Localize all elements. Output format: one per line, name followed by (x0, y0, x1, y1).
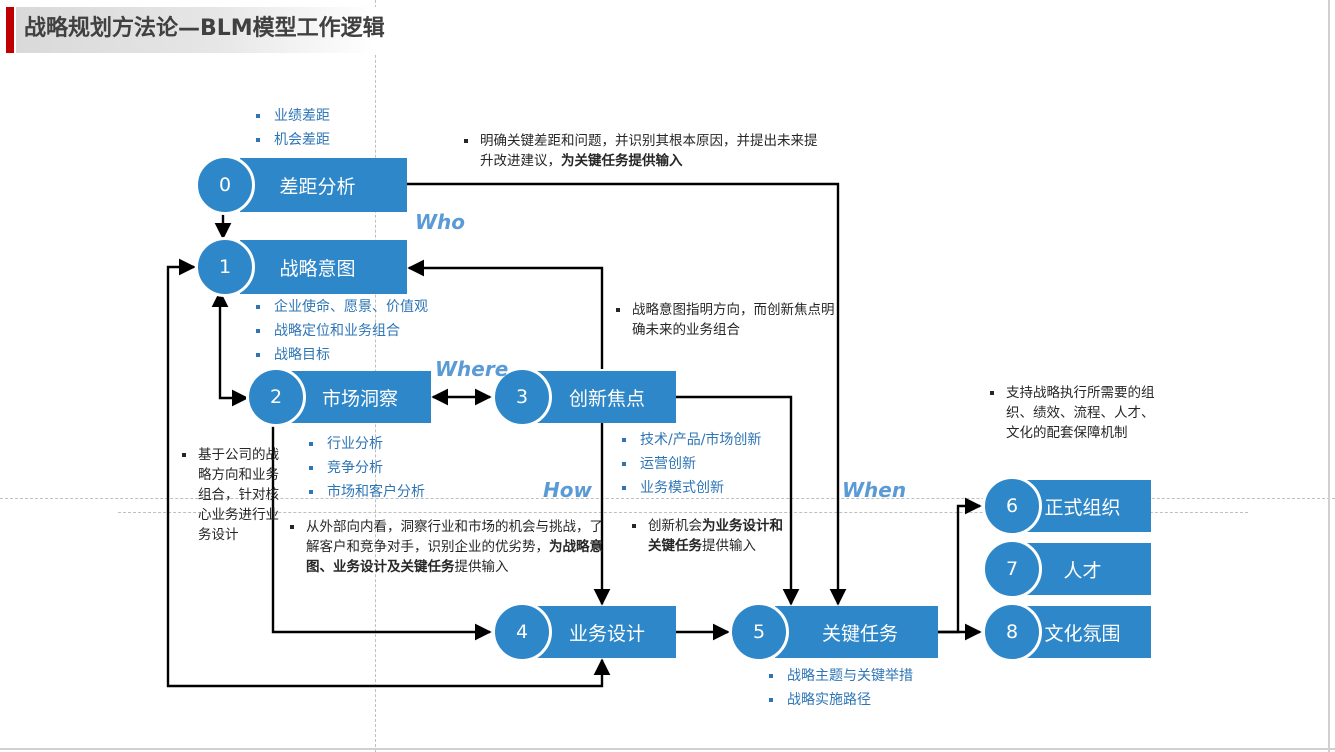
node-number-badge: 3 (492, 367, 552, 427)
node-market-insight: 市场洞察 (290, 371, 431, 423)
list-item: 机会差距 (252, 128, 330, 152)
node-label: 创新焦点 (568, 387, 645, 410)
node-number-badge: 1 (195, 237, 255, 297)
question-who: Who (415, 210, 466, 234)
node-gap-analysis: 差距分析 (240, 158, 407, 212)
node-label: 市场洞察 (321, 387, 398, 410)
node-strategic-intent: 战略意图 (240, 240, 407, 294)
list-item: 战略定位和业务组合 (252, 319, 428, 343)
question-how: How (543, 478, 592, 502)
node-innovation-focus: 创新焦点 (537, 371, 676, 423)
list-item: 竞争分析 (305, 456, 425, 480)
note-text-tail: 提供输入 (702, 538, 756, 554)
guide-line-horizontal (0, 498, 1335, 499)
list-innovation-items: 技术/产品/市场创新 运营创新 业务模式创新 (618, 428, 761, 500)
guide-line-horizontal-2 (118, 512, 1248, 513)
arrow-3-to-1 (407, 259, 604, 369)
node-label: 关键任务 (821, 622, 898, 645)
note-execution-support: 支持战略执行所需要的组织、绩效、流程、人才、文化的配套保障机制 (986, 383, 1156, 443)
node-label: 业务设计 (568, 622, 645, 645)
node-formal-organization: 正式组织 (1027, 480, 1151, 532)
note-strategic-intent: 战略意图指明方向，而创新焦点明确未来的业务组合 (612, 300, 842, 340)
list-item: 技术/产品/市场创新 (618, 428, 761, 452)
list-item: 行业分析 (305, 432, 425, 456)
list-item: 市场和客户分析 (305, 480, 425, 504)
node-business-design: 业务设计 (537, 606, 676, 658)
slide-bottom-edge (0, 748, 1335, 750)
list-task-items: 战略主题与关键举措 战略实施路径 (765, 664, 913, 712)
note-text: 支持战略执行所需要的组织、绩效、流程、人才、文化的配套保障机制 (1006, 385, 1155, 441)
node-number-badge: 2 (246, 367, 306, 427)
note-text: 基于公司的战略方向和业务组合，针对核心业务进行业务设计 (198, 447, 279, 543)
question-when: When (842, 478, 907, 502)
node-label: 差距分析 (279, 175, 356, 198)
title-background (16, 7, 376, 53)
node-label: 战略意图 (279, 257, 356, 280)
arrow-loop-to-1 (166, 258, 611, 688)
node-talent: 人才 (1027, 543, 1151, 595)
note-text-bold: 为关键任务提供输入 (561, 153, 683, 169)
note-text: 创新机会 (648, 518, 702, 534)
list-insight-items: 行业分析 竞争分析 市场和客户分析 (305, 432, 425, 504)
list-intent-items: 企业使命、愿景、价值观 战略定位和业务组合 战略目标 (252, 295, 428, 367)
list-item: 业绩差距 (252, 104, 330, 128)
note-gap-analysis: 明确关键差距和问题，并识别其根本原因，并提出未来提升改进建议，为关键任务提供输入 (460, 131, 825, 171)
node-label: 文化氛围 (1044, 622, 1121, 645)
arrow-0-to-5 (407, 182, 847, 606)
list-item: 战略目标 (252, 343, 428, 367)
node-number-badge: 7 (982, 539, 1042, 599)
node-number-badge: 5 (729, 602, 789, 662)
node-culture-climate: 文化氛围 (1027, 606, 1151, 658)
node-number-badge: 6 (982, 476, 1042, 536)
arrow-3-to-5 (676, 395, 800, 606)
note-innovation: 创新机会为业务设计和关键任务提供输入 (628, 516, 783, 556)
slide-right-edge (1328, 0, 1330, 752)
question-where: Where (435, 357, 509, 381)
note-text-bold: 为战略意图、业务设计及关键任务 (306, 539, 603, 575)
node-key-tasks: 关键任务 (775, 606, 938, 658)
list-item: 业务模式创新 (618, 476, 761, 500)
note-market-insight: 从外部向内看，洞察行业和市场的机会与挑战，了解客户和竞争对手，识别企业的优劣势，… (286, 517, 606, 577)
arrow-1-2-bidirectional (211, 290, 249, 407)
node-number-badge: 8 (982, 602, 1042, 662)
list-item: 企业使命、愿景、价值观 (252, 295, 428, 319)
arrow-5-to-6 (938, 497, 982, 634)
node-number-badge: 4 (492, 602, 552, 662)
note-text-bold: 为业务设计和关键任务 (648, 518, 783, 554)
note-text-tail: 提供输入 (454, 559, 509, 575)
page-title: 战略规划方法论—BLM模型工作逻辑 (24, 16, 385, 41)
note-text: 战略意图指明方向，而创新焦点明确未来的业务组合 (632, 302, 835, 338)
note-business-focus: 基于公司的战略方向和业务组合，针对核心业务进行业务设计 (178, 445, 284, 545)
note-text: 明确关键差距和问题，并识别其根本原因，并提出未来提升改进建议， (480, 133, 818, 169)
node-label: 正式组织 (1044, 496, 1121, 519)
note-text: 从外部向内看，洞察行业和市场的机会与挑战，了解客户和竞争对手，识别企业的优劣势， (306, 519, 603, 555)
title-accent-bar (6, 7, 14, 53)
node-label: 人才 (1063, 559, 1102, 582)
list-item: 运营创新 (618, 452, 761, 476)
node-number-badge: 0 (195, 155, 255, 215)
list-item: 战略主题与关键举措 (765, 664, 913, 688)
list-item: 战略实施路径 (765, 688, 913, 712)
list-gap-types: 业绩差距 机会差距 (252, 104, 330, 152)
